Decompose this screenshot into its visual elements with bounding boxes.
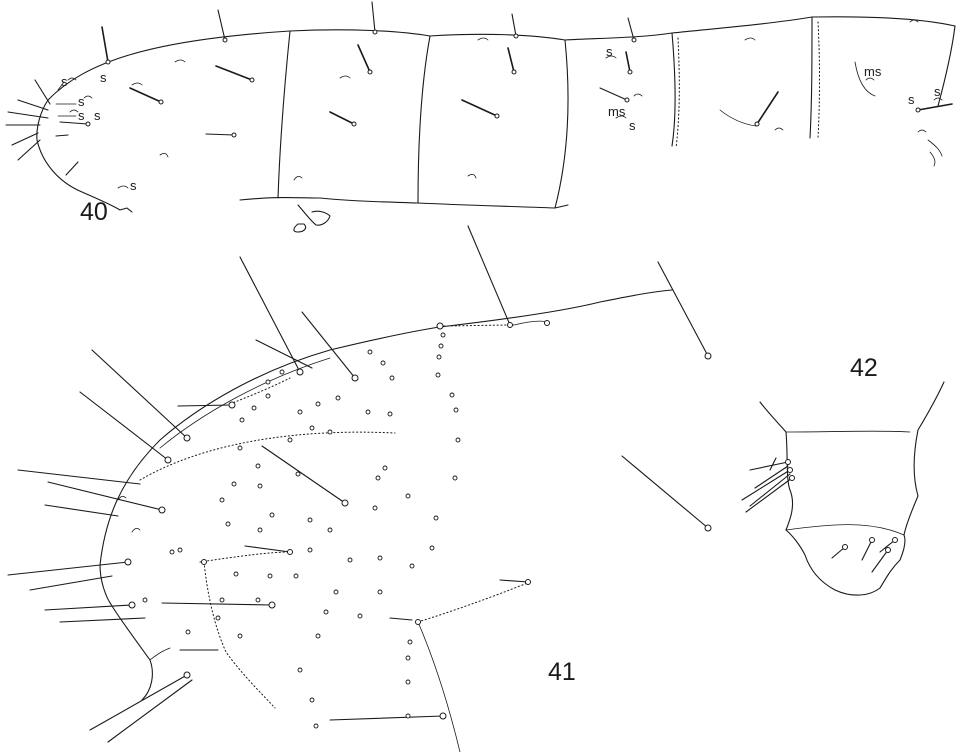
sensillum-label: s <box>61 74 68 89</box>
sensillum-label: s <box>100 70 107 85</box>
sensillum-label: s <box>908 92 915 107</box>
sensillum-label: ms <box>608 104 626 119</box>
figure-40-drawing <box>5 1 956 233</box>
sensillum-label: s <box>629 118 636 133</box>
sensillum-label: s <box>130 178 137 193</box>
figure-number-42: 42 <box>850 354 878 382</box>
figure-number-40: 40 <box>80 198 108 226</box>
sensillum-label: s <box>934 84 941 99</box>
figure-42-drawing <box>741 381 945 596</box>
figure-number-41: 41 <box>548 658 576 686</box>
sensillum-label: s <box>78 94 85 109</box>
figure-41-drawing <box>7 225 712 752</box>
sensillum-label: s <box>606 44 613 59</box>
sensillum-label: ms <box>864 64 882 79</box>
sensillum-label: s <box>78 108 85 123</box>
sensillum-label: s <box>94 108 101 123</box>
